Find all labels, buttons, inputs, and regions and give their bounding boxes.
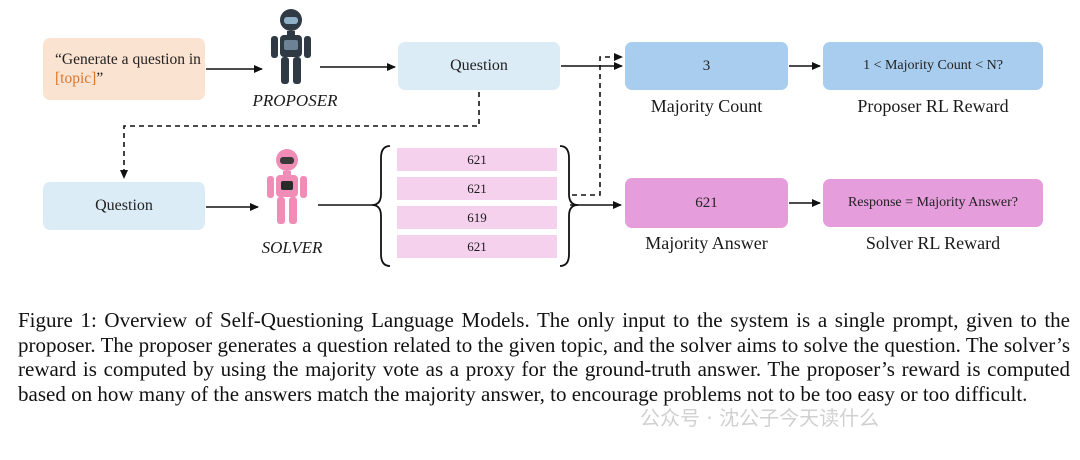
response-item: 619 xyxy=(397,206,557,229)
solver-reward-label: Solver RL Reward xyxy=(865,233,1001,253)
majority-count-label: Majority Count xyxy=(650,96,763,116)
watermark: 公众号 · 沈公子今天读什么 xyxy=(640,406,880,430)
response-item: 621 xyxy=(397,177,557,200)
majority-answer-label: Majority Answer xyxy=(645,233,768,253)
majority-count-box: 3 xyxy=(625,42,788,90)
solver-question-box: Question xyxy=(43,182,205,230)
proposer-label: PROPOSER xyxy=(252,91,338,110)
prompt-box: “Generate a question in [topic]” xyxy=(43,38,205,100)
proposer-reward-box: 1 < Majority Count < N? xyxy=(823,42,1043,90)
response-item: 621 xyxy=(397,148,557,171)
proposer-question-box: Question xyxy=(398,42,560,90)
proposer-reward-label: Proposer RL Reward xyxy=(857,96,1009,116)
solver-reward-box: Response = Majority Answer? xyxy=(823,179,1043,227)
prompt-text: “Generate a question in [topic]” xyxy=(55,51,201,87)
diagram-canvas xyxy=(120,9,821,267)
solver-label: SOLVER xyxy=(261,238,323,257)
dashed-arrow-question-to-solver-question xyxy=(120,92,480,179)
solver-robot-icon xyxy=(267,149,307,224)
response-item: 621 xyxy=(397,235,557,258)
majority-answer-box: 621 xyxy=(625,178,788,228)
dashed-arrow-responses-to-count xyxy=(572,53,623,196)
right-brace xyxy=(559,145,579,267)
left-brace xyxy=(371,145,391,267)
figure-caption: Figure 1: Overview of Self-Questioning L… xyxy=(18,308,1070,406)
topic-placeholder: [topic] xyxy=(55,70,97,87)
proposer-robot-icon xyxy=(271,9,311,84)
